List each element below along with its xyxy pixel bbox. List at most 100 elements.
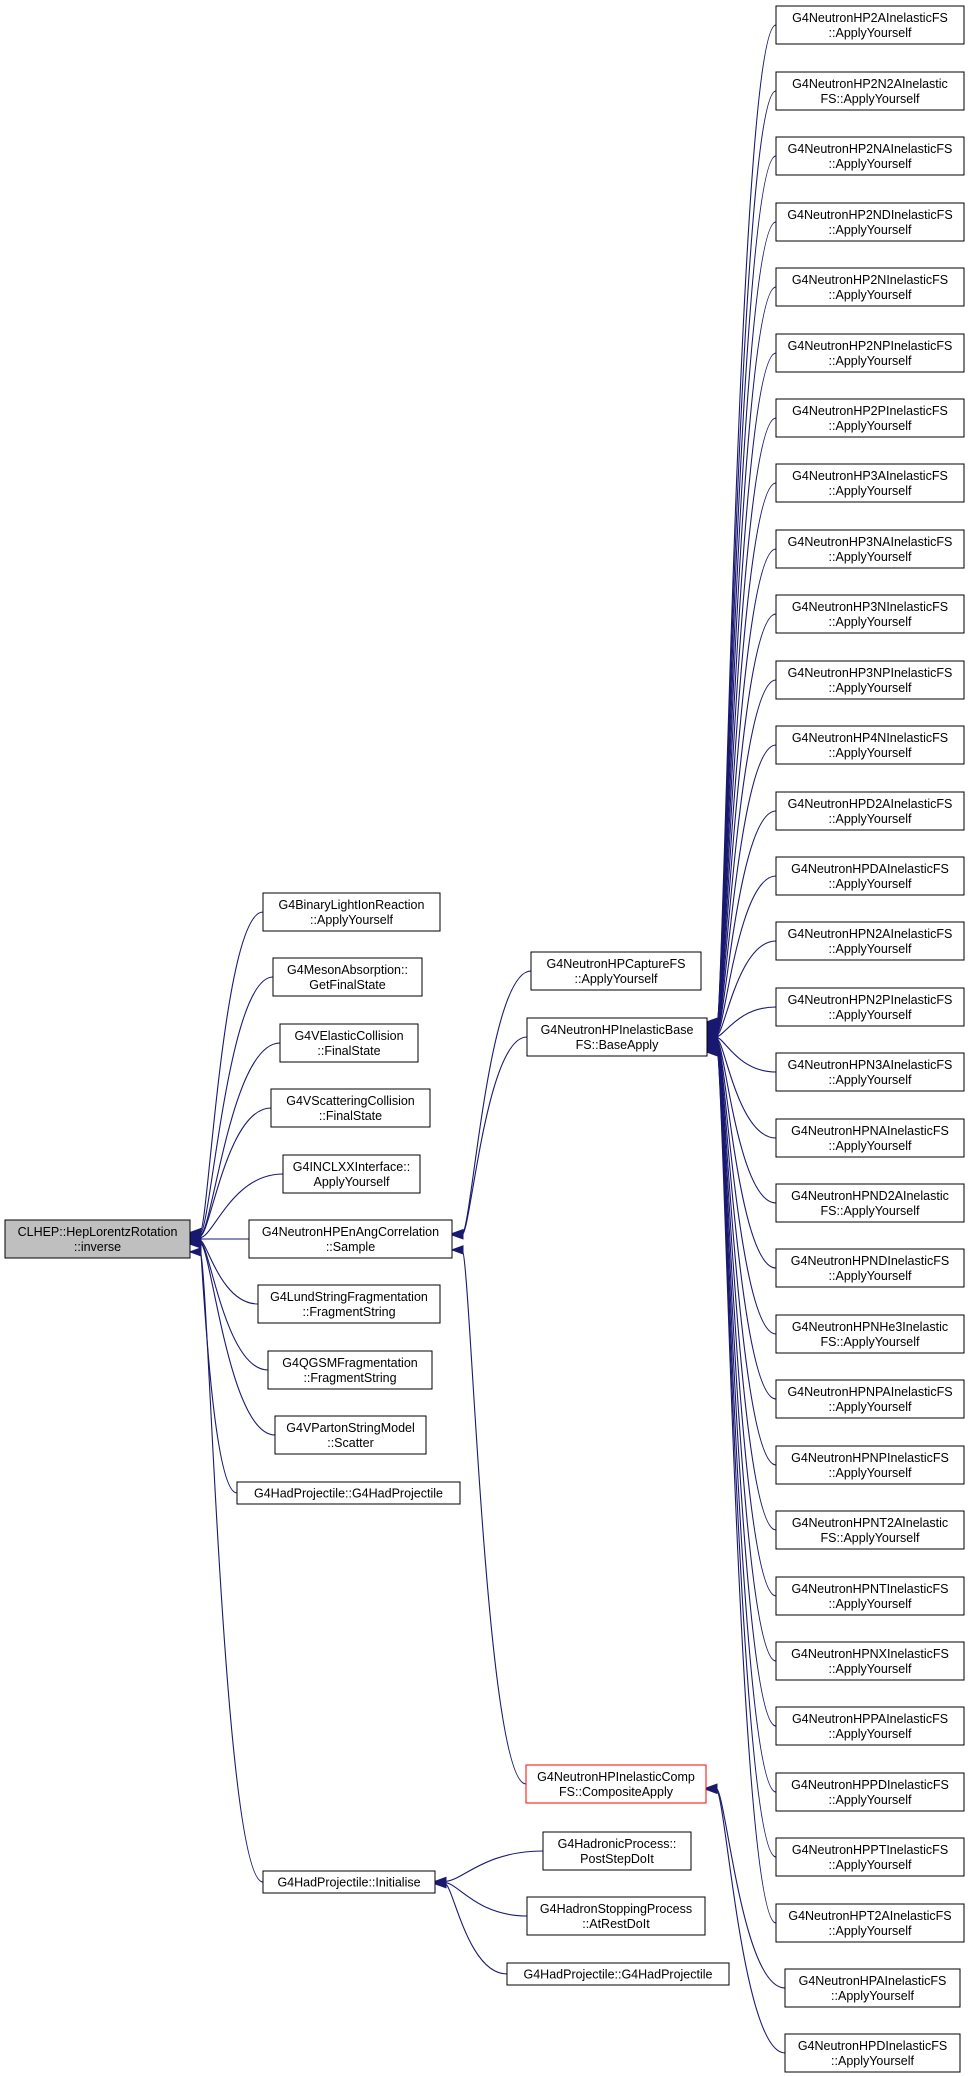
node-label: G4NeutronHP2NDInelasticFS (787, 208, 952, 222)
node-label: ::ApplyYourself (829, 812, 912, 826)
node-r20[interactable]: G4NeutronHPNDInelasticFS::ApplyYourself (775, 1248, 965, 1288)
node-meson[interactable]: G4MesonAbsorption::GetFinalState (272, 957, 423, 997)
node-label: G4NeutronHPCaptureFS (547, 957, 686, 971)
node-vscatter[interactable]: G4VScatteringCollision::FinalState (270, 1088, 431, 1128)
node-label: ::ApplyYourself (829, 1400, 912, 1414)
node-r07[interactable]: G4NeutronHP2PInelasticFS::ApplyYourself (775, 398, 965, 438)
node-label: G4HadProjectile::G4HadProjectile (254, 1487, 443, 1501)
node-qgsm[interactable]: G4QGSMFragmentation::FragmentString (267, 1350, 433, 1390)
node-label: ::ApplyYourself (829, 1139, 912, 1153)
node-r17[interactable]: G4NeutronHPN3AInelasticFS::ApplyYourself (775, 1052, 965, 1092)
node-r21[interactable]: G4NeutronHPNHe3InelasticFS::ApplyYoursel… (775, 1314, 965, 1354)
node-label: ::ApplyYourself (829, 615, 912, 629)
node-r19[interactable]: G4NeutronHPND2AInelasticFS::ApplyYoursel… (775, 1183, 965, 1223)
node-box (775, 267, 965, 307)
node-composite[interactable]: G4NeutronHPInelasticCompFS::CompositeApp… (525, 1764, 707, 1804)
node-r06[interactable]: G4NeutronHP2NPInelasticFS::ApplyYourself (775, 333, 965, 373)
edge-r17-to-baseapply (716, 1037, 777, 1073)
node-label: G4NeutronHPND2AInelastic (791, 1189, 949, 1203)
node-r11[interactable]: G4NeutronHP3NPInelasticFS::ApplyYourself (775, 660, 965, 700)
arrowhead (705, 1047, 719, 1057)
node-r24[interactable]: G4NeutronHPNT2AInelasticFS::ApplyYoursel… (775, 1510, 965, 1550)
node-hadstop[interactable]: G4HadronStoppingProcess::AtRestDoIt (526, 1896, 706, 1936)
node-label: G4NeutronHPNDInelasticFS (791, 1254, 949, 1268)
node-r23[interactable]: G4NeutronHPNPInelasticFS::ApplyYourself (775, 1445, 965, 1485)
node-label: ::ApplyYourself (829, 1662, 912, 1676)
node-label: G4NeutronHPN3AInelasticFS (788, 1058, 953, 1072)
node-r13[interactable]: G4NeutronHPD2AInelasticFS::ApplyYourself (775, 791, 965, 831)
node-label: ::FinalState (317, 1044, 380, 1058)
node-box (775, 463, 965, 503)
node-label: ::ApplyYourself (829, 223, 912, 237)
node-label: FS::ApplyYourself (821, 1531, 920, 1545)
node-box (775, 71, 965, 111)
node-r10[interactable]: G4NeutronHP3NInelasticFS::ApplyYourself (775, 594, 965, 634)
node-box (775, 1118, 965, 1158)
node-box (775, 1837, 965, 1877)
edge-r16-to-baseapply (716, 1006, 777, 1037)
node-r30[interactable]: G4NeutronHPT2AInelasticFS::ApplyYourself (775, 1903, 965, 1943)
node-r09[interactable]: G4NeutronHP3NAInelasticFS::ApplyYourself (775, 529, 965, 569)
node-vparton[interactable]: G4VPartonStringModel::Scatter (274, 1415, 427, 1455)
node-r29[interactable]: G4NeutronHPPTInelasticFS::ApplyYourself (775, 1837, 965, 1877)
node-r01[interactable]: G4NeutronHP2AInelasticFS::ApplyYourself (775, 5, 965, 45)
node-r15[interactable]: G4NeutronHPN2AInelasticFS::ApplyYourself (775, 921, 965, 961)
edge-r32-to-composite (715, 1788, 786, 2054)
node-hadproj2[interactable]: G4HadProjectile::G4HadProjectile (506, 1962, 730, 1986)
node-label: ::FragmentString (302, 1305, 395, 1319)
node-label: G4NeutronHPD2AInelasticFS (788, 797, 953, 811)
node-label: G4NeutronHPNAInelasticFS (791, 1124, 949, 1138)
node-box (775, 1903, 965, 1943)
graph-edges (188, 24, 786, 2054)
node-r18[interactable]: G4NeutronHPNAInelasticFS::ApplyYourself (775, 1118, 965, 1158)
node-box (775, 1248, 965, 1288)
node-root[interactable]: CLHEP::HepLorentzRotation::inverse (4, 1219, 191, 1259)
node-label: ::ApplyYourself (829, 1727, 912, 1741)
edge-r12-to-baseapply (716, 744, 777, 1032)
node-r26[interactable]: G4NeutronHPNXInelasticFS::ApplyYourself (775, 1641, 965, 1681)
edge-hadproj2-to-hadinit (444, 1883, 508, 1975)
node-label: G4HadProjectile::G4HadProjectile (524, 1968, 713, 1982)
node-label: G4NeutronHPNT2AInelastic (792, 1516, 948, 1530)
node-label: GetFinalState (309, 978, 385, 992)
node-r03[interactable]: G4NeutronHP2NAInelasticFS::ApplyYourself (775, 136, 965, 176)
node-box (4, 1219, 191, 1259)
node-label: G4NeutronHPDAInelasticFS (791, 862, 949, 876)
node-label: ::ApplyYourself (831, 2054, 914, 2068)
node-r05[interactable]: G4NeutronHP2NInelasticFS::ApplyYourself (775, 267, 965, 307)
node-inclxx[interactable]: G4INCLXXInterface::ApplyYourself (282, 1154, 421, 1194)
node-lund[interactable]: G4LundStringFragmentation::FragmentStrin… (257, 1284, 441, 1324)
node-r22[interactable]: G4NeutronHPNPAInelasticFS::ApplyYourself (775, 1379, 965, 1419)
node-r04[interactable]: G4NeutronHP2NDInelasticFS::ApplyYourself (775, 202, 965, 242)
node-r28[interactable]: G4NeutronHPPDInelasticFS::ApplyYourself (775, 1772, 965, 1812)
node-velastic[interactable]: G4VElasticCollision::FinalState (279, 1023, 419, 1063)
node-r25[interactable]: G4NeutronHPNTInelasticFS::ApplyYourself (775, 1576, 965, 1616)
node-hadinit[interactable]: G4HadProjectile::Initialise (262, 1870, 436, 1894)
node-box (530, 951, 702, 991)
node-r16[interactable]: G4NeutronHPN2PInelasticFS::ApplyYourself (775, 987, 965, 1027)
edge-capture-to-enang (461, 970, 532, 1235)
node-label: FS::CompositeApply (559, 1785, 674, 1799)
node-box (542, 1831, 692, 1871)
edge-lund-to-root (199, 1239, 259, 1305)
node-r12[interactable]: G4NeutronHP4NInelasticFS::ApplyYourself (775, 725, 965, 765)
node-r31[interactable]: G4NeutronHPAInelasticFS::ApplyYourself (784, 1968, 961, 2008)
node-label: ::Scatter (327, 1436, 374, 1450)
node-hadproc[interactable]: G4HadronicProcess::PostStepDoIt (542, 1831, 692, 1871)
node-r32[interactable]: G4NeutronHPDInelasticFS::ApplyYourself (784, 2033, 961, 2073)
node-capture[interactable]: G4NeutronHPCaptureFS::ApplyYourself (530, 951, 702, 991)
node-label: ::ApplyYourself (829, 942, 912, 956)
node-r14[interactable]: G4NeutronHPDAInelasticFS::ApplyYourself (775, 856, 965, 896)
node-box (262, 1870, 436, 1894)
node-r08[interactable]: G4NeutronHP3AInelasticFS::ApplyYourself (775, 463, 965, 503)
node-r27[interactable]: G4NeutronHPPAInelasticFS::ApplyYourself (775, 1706, 965, 1746)
node-binlight[interactable]: G4BinaryLightIonReaction::ApplyYourself (262, 892, 441, 932)
node-label: G4NeutronHPNPAInelasticFS (787, 1385, 952, 1399)
node-hadproj1[interactable]: G4HadProjectile::G4HadProjectile (236, 1481, 461, 1505)
node-r02[interactable]: G4NeutronHP2N2AInelasticFS::ApplyYoursel… (775, 71, 965, 111)
node-box (775, 398, 965, 438)
node-enang[interactable]: G4NeutronHPEnAngCorrelation::Sample (248, 1219, 453, 1259)
node-label: G4NeutronHPNTInelasticFS (791, 1582, 948, 1596)
